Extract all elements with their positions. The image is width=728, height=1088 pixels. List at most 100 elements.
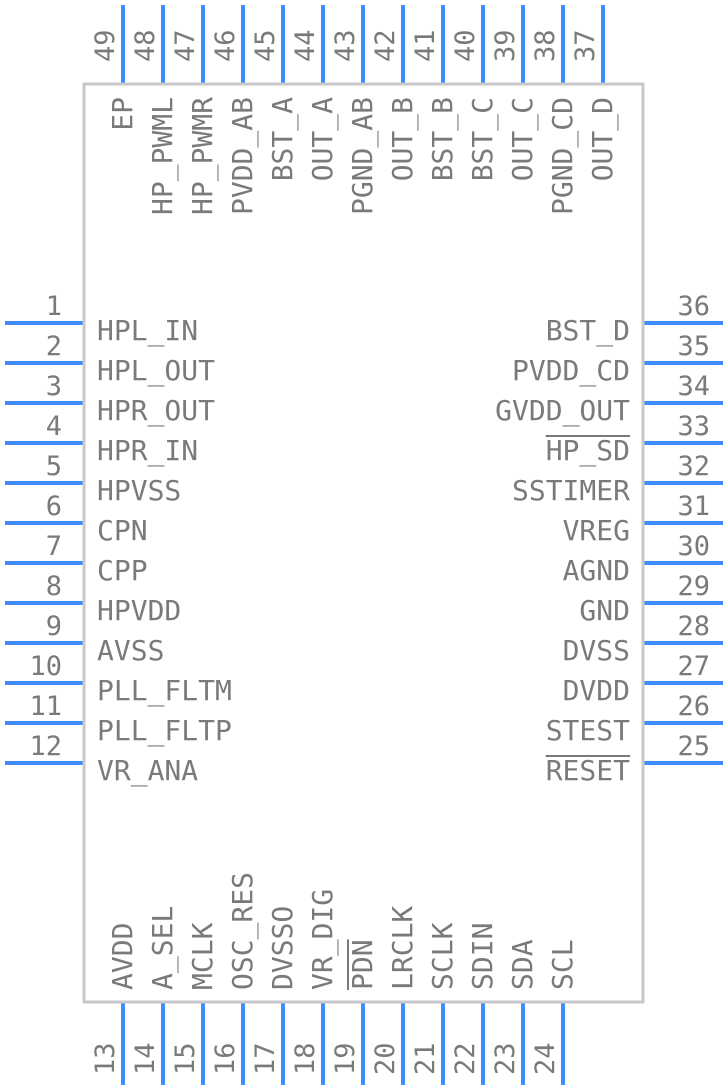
pin-label: VR_DIG — [306, 889, 340, 990]
pin-label: CPN — [97, 514, 148, 547]
pin-number: 1 — [46, 291, 62, 322]
pin-number: 16 — [210, 1042, 241, 1075]
pin-label: OUT_B — [386, 97, 420, 181]
pin-label: HPL_IN — [97, 314, 198, 348]
pin-number: 32 — [677, 451, 710, 482]
pin-number: 42 — [370, 29, 401, 62]
pin-number: 36 — [677, 291, 710, 322]
pin-label: OUT_C — [506, 97, 540, 181]
pin-number: 38 — [530, 29, 561, 62]
pin-number: 10 — [29, 651, 62, 682]
pin-label: AGND — [563, 554, 630, 587]
pin-label: HPR_OUT — [97, 394, 215, 428]
pin-number: 5 — [46, 451, 62, 482]
pin-number: 9 — [46, 611, 62, 642]
pin-number: 8 — [46, 571, 62, 602]
pin-label: LRCLK — [386, 906, 419, 990]
pin-number: 23 — [490, 1042, 521, 1075]
pin-number: 49 — [90, 29, 121, 62]
pin-label: AVSS — [97, 634, 164, 667]
pin-label: DVSSO — [266, 906, 299, 990]
pin-number: 37 — [570, 29, 601, 62]
pin-label: SDA — [506, 939, 539, 990]
pin-number: 20 — [370, 1042, 401, 1075]
pin-number: 4 — [46, 411, 62, 442]
pin-number: 39 — [490, 29, 521, 62]
pin-label: PVDD_AB — [226, 97, 260, 215]
pin-number: 13 — [90, 1042, 121, 1075]
pin-label: SSTIMER — [512, 474, 630, 507]
pin-label: HPR_IN — [97, 434, 198, 468]
pin-label: BST_A — [266, 97, 300, 181]
pin-label: DVDD — [563, 674, 630, 707]
pin-number: 25 — [677, 731, 710, 762]
pin-label: CPP — [97, 554, 148, 587]
pin-number: 47 — [170, 29, 201, 62]
pin-number: 27 — [677, 651, 710, 682]
pin-number: 33 — [677, 411, 710, 442]
pin-number: 11 — [29, 691, 62, 722]
pin-label: HP_PWMR — [186, 97, 220, 215]
pin-number: 21 — [410, 1042, 441, 1075]
pin-numbers: 1234567891011123635343332313029282726251… — [29, 29, 710, 1075]
pin-label: BST_D — [546, 314, 630, 348]
pin-label: HPVSS — [97, 474, 181, 507]
pin-label: HPVDD — [97, 594, 181, 627]
pin-label: VR_ANA — [97, 754, 198, 788]
pin-label: SCLK — [426, 922, 459, 990]
pin-label: STEST — [546, 714, 630, 747]
pin-number: 40 — [450, 29, 481, 62]
pin-label: BST_B — [426, 97, 460, 181]
pin-number: 24 — [530, 1042, 561, 1075]
pin-number: 30 — [677, 531, 710, 562]
pin-number: 44 — [290, 29, 321, 62]
pin-number: 6 — [46, 491, 62, 522]
pin-label: PLL_FLTM — [97, 674, 232, 708]
pin-label: GND — [579, 594, 630, 627]
pin-lines — [5, 5, 723, 1085]
pin-label: SCL — [546, 939, 579, 990]
pin-label: RESET — [546, 754, 630, 787]
pin-number: 34 — [677, 371, 710, 402]
pin-label: VREG — [563, 514, 630, 547]
pin-number: 12 — [29, 731, 62, 762]
pin-labels: HPL_IN HPL_OUT HPR_OUT HPR_IN HPVSS CPN CPP HPV… — [97, 97, 630, 990]
pin-label: EP — [106, 97, 139, 131]
pin-label: GVDD_OUT — [495, 394, 630, 428]
pin-number: 43 — [330, 29, 361, 62]
pin-label: PVDD_CD — [512, 354, 630, 388]
pin-label: HP_PWML — [146, 97, 180, 215]
pin-label: A_SEL — [146, 906, 180, 990]
pin-label: MCLK — [186, 922, 219, 990]
pin-label: AVDD — [106, 923, 139, 990]
pin-number: 19 — [330, 1042, 361, 1075]
pin-number: 17 — [250, 1042, 281, 1075]
pin-number: 18 — [290, 1042, 321, 1075]
pin-label: DVSS — [563, 634, 630, 667]
pin-label: SDIN — [466, 923, 499, 990]
pin-number: 46 — [210, 29, 241, 62]
pin-number: 29 — [677, 571, 710, 602]
pin-label: PDN — [346, 939, 379, 990]
pin-number: 31 — [677, 491, 710, 522]
pin-number: 41 — [410, 29, 441, 62]
pin-label: HP_SD — [546, 434, 630, 468]
pin-label: PLL_FLTP — [97, 714, 232, 748]
pin-number: 15 — [170, 1042, 201, 1075]
pin-number: 22 — [450, 1042, 481, 1075]
pin-label: OSC_RES — [226, 872, 260, 990]
pin-label: OUT_D — [586, 97, 620, 181]
pin-number: 45 — [250, 29, 281, 62]
pin-number: 28 — [677, 611, 710, 642]
pin-number: 3 — [46, 371, 62, 402]
pin-number: 2 — [46, 331, 62, 362]
pin-label: BST_C — [466, 97, 500, 181]
pin-number: 7 — [46, 531, 62, 562]
chip-body — [82, 82, 645, 1004]
pin-label: OUT_A — [306, 97, 340, 181]
pin-number: 26 — [677, 691, 710, 722]
pin-label: HPL_OUT — [97, 354, 215, 388]
pin-label: PGND_AB — [346, 97, 380, 215]
pin-number: 35 — [677, 331, 710, 362]
